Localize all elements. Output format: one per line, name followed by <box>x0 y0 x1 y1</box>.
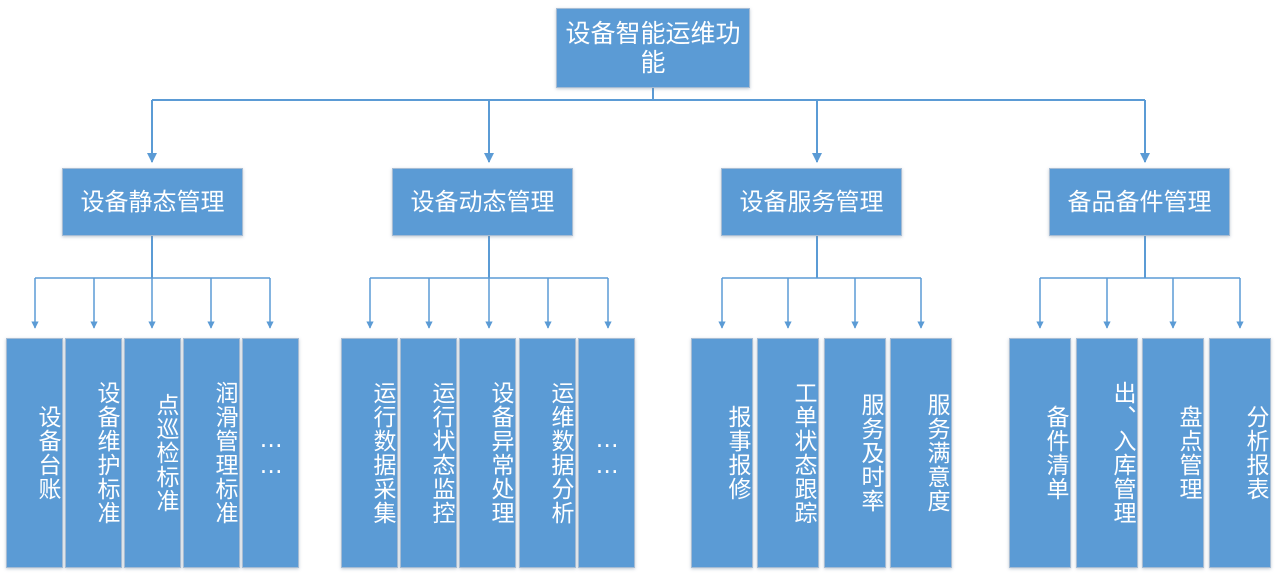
node-branch-1-child-4[interactable]: 润滑管理标准 <box>183 338 240 568</box>
node-branch-1-child-3[interactable]: 点巡检标准 <box>124 338 181 568</box>
node-branch-2-child-2[interactable]: 运行状态监控 <box>400 338 457 568</box>
node-branch-1-child-1[interactable]: 设备台账 <box>6 338 63 568</box>
node-branch-1-child-3-label: 点巡检标准 <box>152 393 178 513</box>
node-branch-3-child-4[interactable]: 服务满意度 <box>890 338 952 568</box>
node-branch-1-child-5-label: …… <box>258 427 285 479</box>
node-branch-4-child-4[interactable]: 分析报表 <box>1209 338 1271 568</box>
node-root-label: 设备智能运维功能 <box>565 18 741 78</box>
node-branch-4-child-2[interactable]: 出、入库管理 <box>1076 338 1138 568</box>
node-branch-1[interactable]: 设备静态管理 <box>62 168 243 236</box>
node-branch-3-child-2[interactable]: 工单状态跟踪 <box>757 338 819 568</box>
node-branch-4-child-1-label: 备件清单 <box>1042 405 1068 501</box>
node-branch-2-child-3[interactable]: 设备异常处理 <box>459 338 516 568</box>
node-branch-1-child-2-label: 设备维护标准 <box>93 381 119 525</box>
node-branch-4-label: 备品备件管理 <box>1067 187 1212 216</box>
node-branch-3-child-1-label: 报事报修 <box>724 405 750 501</box>
node-branch-2-child-4-label: 运维数据分析 <box>547 381 573 525</box>
node-branch-2-child-1-label: 运行数据采集 <box>369 381 395 525</box>
node-branch-2[interactable]: 设备动态管理 <box>392 168 573 236</box>
node-branch-3[interactable]: 设备服务管理 <box>721 168 902 236</box>
node-branch-4-child-3-label: 盘点管理 <box>1175 405 1201 501</box>
node-branch-2-child-5[interactable]: …… <box>578 338 635 568</box>
node-branch-4-child-4-label: 分析报表 <box>1242 405 1268 501</box>
node-branch-1-child-4-label: 润滑管理标准 <box>211 381 237 525</box>
node-branch-4-child-2-label: 出、入库管理 <box>1109 381 1135 525</box>
node-branch-4-child-3[interactable]: 盘点管理 <box>1142 338 1204 568</box>
node-branch-1-child-5[interactable]: …… <box>242 338 299 568</box>
node-branch-2-child-5-label: …… <box>594 427 621 479</box>
node-branch-3-child-4-label: 服务满意度 <box>923 393 949 513</box>
node-branch-1-child-2[interactable]: 设备维护标准 <box>65 338 122 568</box>
node-branch-4[interactable]: 备品备件管理 <box>1049 168 1230 236</box>
node-branch-3-child-3-label: 服务及时率 <box>857 393 883 513</box>
node-branch-2-child-4[interactable]: 运维数据分析 <box>519 338 576 568</box>
node-branch-3-child-1[interactable]: 报事报修 <box>691 338 753 568</box>
node-root[interactable]: 设备智能运维功能 <box>556 8 750 88</box>
node-branch-4-child-1[interactable]: 备件清单 <box>1009 338 1071 568</box>
node-branch-2-child-3-label: 设备异常处理 <box>487 381 513 525</box>
node-branch-1-child-1-label: 设备台账 <box>34 405 60 501</box>
node-branch-2-label: 设备动态管理 <box>410 187 555 216</box>
node-branch-3-child-2-label: 工单状态跟踪 <box>790 381 816 525</box>
node-branch-3-label: 设备服务管理 <box>739 187 884 216</box>
node-branch-1-label: 设备静态管理 <box>80 187 225 216</box>
node-branch-2-child-1[interactable]: 运行数据采集 <box>341 338 398 568</box>
node-branch-3-child-3[interactable]: 服务及时率 <box>824 338 886 568</box>
node-branch-2-child-2-label: 运行状态监控 <box>428 381 454 525</box>
